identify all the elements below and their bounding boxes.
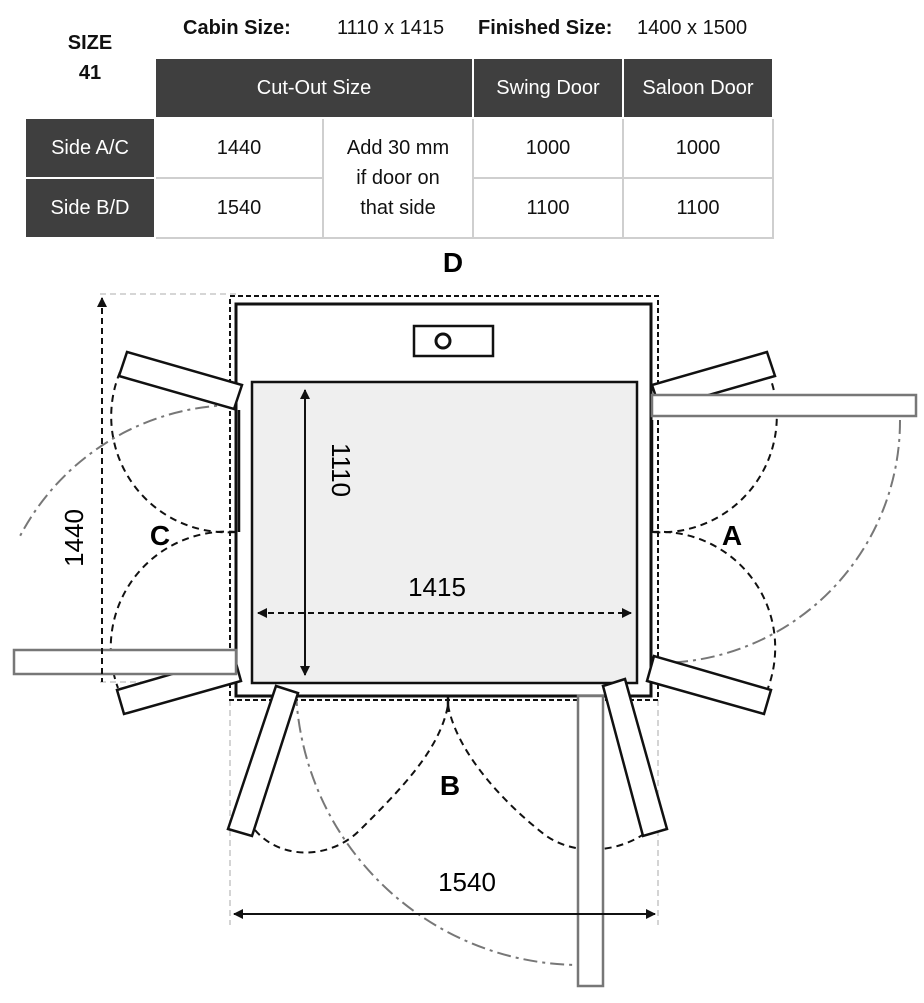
cabin-size-label: Cabin Size:: [183, 17, 291, 39]
side-label-c: C: [150, 520, 170, 551]
header-saloon-door: Saloon Door: [622, 57, 774, 119]
saloon-value-bd: 1100: [622, 177, 774, 239]
swing-value-ac: 1000: [472, 117, 624, 179]
saloon-door-arcs: [109, 371, 778, 854]
heater-icon: [434, 332, 452, 350]
dimension-lines: [97, 297, 656, 919]
cutout-note: Add 30 mm if door on that side: [322, 117, 474, 239]
swing-door-arcs: [17, 404, 902, 966]
side-label-d: D: [443, 247, 463, 278]
heater-box: [412, 324, 495, 358]
saloon-door-leaves: [115, 350, 777, 838]
note-line: if door on: [356, 167, 440, 189]
row-label-side-bd: Side B/D: [24, 177, 156, 239]
size-title: SIZE 41: [40, 28, 140, 88]
finished-size-label: Finished Size:: [478, 17, 613, 39]
size-label: SIZE: [67, 32, 113, 54]
cutout-value-ac: 1440: [154, 117, 324, 179]
cabin-depth-label: 1110: [326, 443, 356, 497]
cabin-interior: [250, 380, 639, 685]
swing-door-leaves: [12, 393, 918, 988]
swing-value-bd: 1100: [472, 177, 624, 239]
note-line: that side: [360, 197, 436, 219]
cutout-bd-label: 1540: [438, 867, 496, 897]
size-number: 41: [78, 62, 102, 84]
note-line: Add 30 mm: [346, 137, 450, 159]
cutout-value-bd: 1540: [154, 177, 324, 239]
finished-size-value: 1400 x 1500: [637, 17, 748, 39]
cutout-ac-label: 1440: [59, 509, 89, 567]
table-row: Side A/C 1440 Add 30 mm if door on that …: [24, 117, 774, 239]
table-header-row: Cut-Out Size Swing Door Saloon Door: [25, 57, 774, 119]
row-label-side-ac: Side A/C: [24, 117, 156, 179]
side-label-a: A: [722, 520, 742, 551]
cabin-width-label: 1415: [408, 572, 466, 602]
door-jamb-marks: [237, 410, 654, 712]
cutout-table: Cut-Out Size Swing Door Saloon Door Side…: [24, 57, 774, 239]
header-swing-door: Swing Door: [472, 57, 624, 119]
table-row: Side B/D 1540 1100 1100: [24, 177, 774, 239]
cabin-size-value: 1110 x 1415: [337, 17, 445, 39]
saloon-value-ac: 1000: [622, 117, 774, 179]
side-label-b: B: [440, 770, 460, 801]
header-cutout-size: Cut-Out Size: [154, 57, 474, 119]
